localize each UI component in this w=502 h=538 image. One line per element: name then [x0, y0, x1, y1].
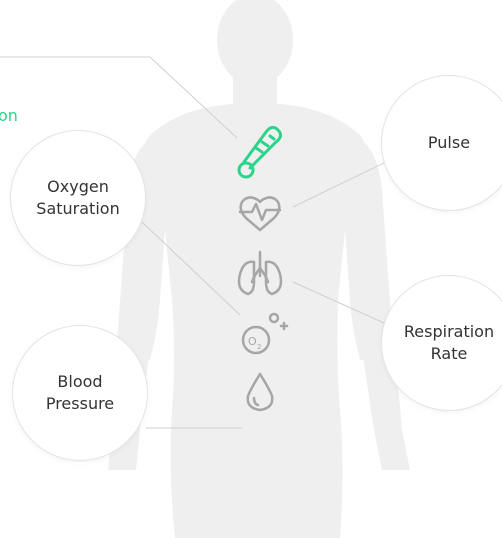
blood-pressure-label: Blood Pressure: [46, 371, 114, 415]
lungs-icon: [239, 252, 281, 294]
temperature-label: on: [0, 106, 18, 125]
blood-drop-icon: [248, 374, 273, 410]
blood-pressure-bubble: Blood Pressure: [12, 325, 148, 461]
thermometer-icon: [239, 127, 281, 177]
oxygen-saturation-bubble: Oxygen Saturation: [10, 130, 146, 266]
o2-molecule-icon: O 2: [243, 314, 287, 353]
oxygen-saturation-label: Oxygen Saturation: [36, 176, 119, 220]
heart-pulse-icon: [240, 197, 280, 230]
svg-text:O: O: [248, 335, 257, 348]
respiration-rate-label: Respiration Rate: [404, 321, 494, 365]
svg-text:2: 2: [257, 343, 261, 351]
pulse-label: Pulse: [428, 132, 470, 154]
